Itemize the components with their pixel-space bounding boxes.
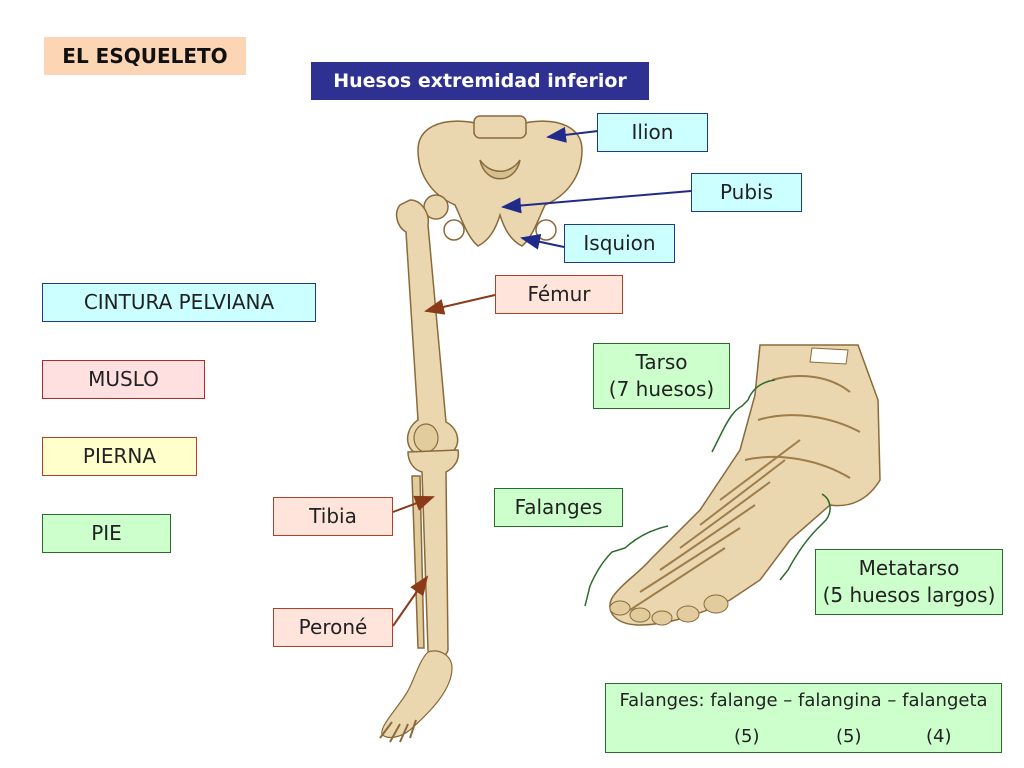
region-cintura-pelviana: CINTURA PELVIANA xyxy=(42,283,316,322)
bracket-lines xyxy=(584,379,831,607)
tibia-fibula-bones xyxy=(407,449,460,659)
foot-skeleton-detail xyxy=(609,344,881,626)
section-subtitle: Huesos extremidad inferior xyxy=(311,62,649,100)
falanges-note: Falanges: falange – falangina – falanget… xyxy=(605,683,1002,753)
label-ilion: Ilion xyxy=(597,113,708,152)
label-tarso-count: (7 huesos) xyxy=(608,377,715,401)
label-femur: Fémur xyxy=(495,275,623,314)
femur-bone xyxy=(395,194,459,458)
page-title: EL ESQUELETO xyxy=(44,37,246,75)
falanges-note-text: Falanges: falange – falangina – falanget… xyxy=(619,690,988,711)
label-pubis: Pubis xyxy=(691,173,802,212)
label-tarso: Tarso (7 huesos) xyxy=(593,343,730,409)
pointer-arrows xyxy=(392,126,692,627)
patella-bone xyxy=(413,423,439,453)
label-perone: Peroné xyxy=(273,608,393,647)
label-tibia: Tibia xyxy=(273,497,393,536)
label-metatarso: Metatarso (5 huesos largos) xyxy=(815,549,1003,615)
pelvis-bone xyxy=(417,115,583,247)
label-tarso-title: Tarso xyxy=(635,350,688,374)
count-falangina: (5) xyxy=(836,726,862,747)
region-pierna: PIERNA xyxy=(42,437,197,476)
count-falange: (5) xyxy=(734,726,760,747)
region-pie: PIE xyxy=(42,514,171,553)
count-falangeta: (4) xyxy=(926,726,952,747)
region-muslo: MUSLO xyxy=(42,360,205,399)
label-falanges: Falanges xyxy=(494,488,623,527)
label-metatarso-count: (5 huesos largos) xyxy=(822,583,996,607)
label-metatarso-title: Metatarso xyxy=(858,556,960,580)
label-isquion: Isquion xyxy=(564,224,675,263)
small-foot-bones xyxy=(379,650,453,743)
